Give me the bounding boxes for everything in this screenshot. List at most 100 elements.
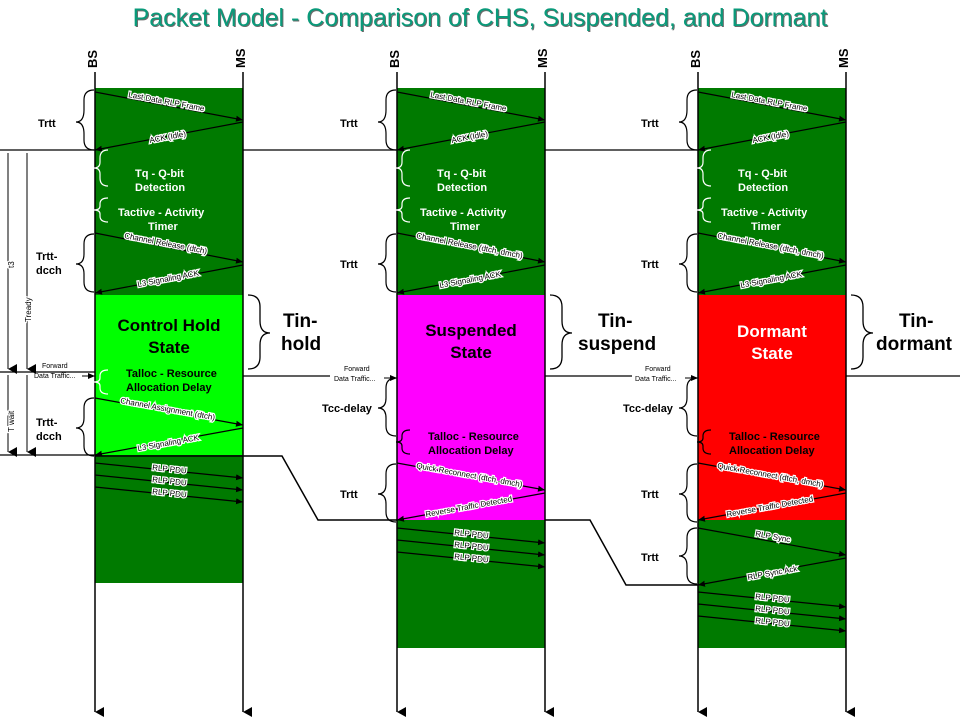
state-title: State [751,344,793,363]
brace [678,463,698,523]
tq-label: Tq - Q-bit [135,168,184,180]
side-label: Trtt [641,259,659,271]
side-label: Trtt [641,552,659,564]
tin-label: hold [281,334,321,355]
brace [850,294,874,370]
brace [377,377,397,437]
brace [93,149,109,187]
brace [93,197,109,223]
chs-active-box [95,88,243,295]
side-label: dcch [36,265,62,277]
tin-label: Tin- [899,311,933,332]
tin-label: suspend [578,334,656,355]
message-arrow: RLP PDU [697,591,847,610]
forward-data-label: Data Traffic... [34,373,76,380]
forward-data-label: Forward [344,366,370,373]
timer-t3-label: t3 [7,261,16,268]
brace [549,294,573,370]
brace [75,89,95,151]
tq-label: Tq - Q-bit [738,168,787,180]
dormant-state-box [698,295,846,520]
message-label: RLP PDU [454,540,489,552]
suspended-active-box [397,88,545,295]
talloc-label: Talloc - Resource [126,368,217,380]
tin-label: dormant [876,334,953,355]
brace [678,377,698,437]
message-arrow: RLP PDU [396,539,546,558]
brace [678,527,698,585]
dormant-active-box [698,88,846,295]
timer-twait-label: T wait [7,410,16,432]
brace [696,429,712,455]
brace [678,89,698,151]
timer-brackets: t3 Tready T wait [0,149,95,457]
chs-traffic-box [95,455,243,583]
tactive-label: Timer [450,221,480,233]
message-arrow: RLP Sync [697,527,847,557]
forward-data-label: Forward [645,366,671,373]
side-label: Trtt [38,118,56,130]
side-label: Trtt [340,489,358,501]
brace [696,197,712,223]
state-title: Dormant [737,322,807,341]
tactive-label: Tactive - Activity [721,207,808,219]
brace [247,294,271,370]
column-suspended: BS MS Last Data RLP Frame ACK (Idle) Cha… [322,48,656,717]
dormant-bs-label: BS [688,50,703,68]
state-title: Control Hold [118,316,221,335]
brace [395,197,411,223]
tactive-label: Tactive - Activity [420,207,507,219]
column-dormant: BS MS Last Data RLP Frame ACK (Idle) Cha… [623,48,953,717]
tq-label: Detection [738,182,788,194]
side-label: Tcc-delay [322,403,373,415]
talloc-label: Allocation Delay [729,445,815,457]
state-title: State [450,343,492,362]
talloc-label: Allocation Delay [126,382,212,394]
side-label: Trtt- [36,251,58,263]
chs-state-box [95,295,243,455]
side-label: dcch [36,431,62,443]
brace [377,233,397,293]
suspended-bs-label: BS [387,50,402,68]
brace [377,89,397,151]
brace [75,233,95,293]
tactive-label: Timer [751,221,781,233]
brace [696,149,712,187]
side-label: Trtt [641,489,659,501]
talloc-label: Talloc - Resource [729,431,820,443]
column-chs: BS MS Last Data RLP Frame ACK (Idle) Cha… [34,48,321,717]
forward-data-label: Data Traffic... [334,376,376,383]
forward-data-label: Data Traffic... [635,376,677,383]
brace [93,369,109,395]
tactive-label: Tactive - Activity [118,207,205,219]
side-label: Trtt [340,259,358,271]
brace [395,429,411,455]
state-title: State [148,338,190,357]
suspended-ms-label: MS [535,48,550,68]
tactive-label: Timer [148,221,178,233]
side-label: Trtt [641,118,659,130]
suspended-state-box [397,295,545,520]
tq-label: Detection [437,182,487,194]
side-label: Trtt [340,118,358,130]
brace [75,397,95,457]
brace [377,463,397,523]
talloc-label: Talloc - Resource [428,431,519,443]
page-title: Packet Model - Comparison of CHS, Suspen… [132,4,828,32]
timer-tready-label: Tready [24,297,33,322]
tin-label: Tin- [283,311,317,332]
state-title: Suspended [425,321,517,340]
side-label: Tcc-delay [623,403,674,415]
brace [678,233,698,293]
chs-bs-label: BS [85,50,100,68]
suspended-traffic-box [397,520,545,648]
talloc-label: Allocation Delay [428,445,514,457]
dormant-ms-label: MS [836,48,851,68]
forward-data-label: Forward [42,363,68,370]
side-label: Trtt- [36,417,58,429]
tq-label: Tq - Q-bit [437,168,486,180]
chs-ms-label: MS [233,48,248,68]
brace [395,149,411,187]
tin-label: Tin- [598,311,632,332]
